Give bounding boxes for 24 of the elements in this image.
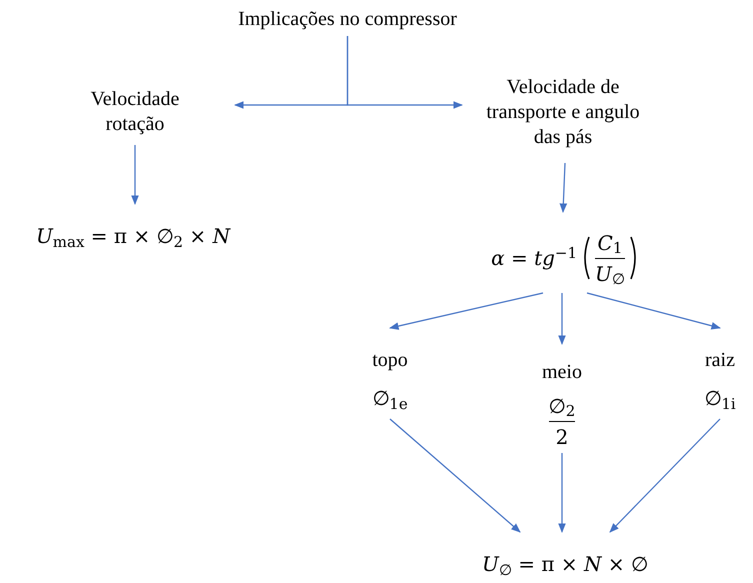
arrow (346, 36, 463, 109)
formula: ∅$_{1i}$ (704, 385, 736, 413)
arrow (558, 453, 566, 533)
arrow (558, 293, 566, 345)
formula-numerator: ∅$_{2}$ (548, 392, 576, 420)
arrow (586, 292, 721, 330)
node-label: topo (372, 348, 408, 373)
formula: ∅$_{1e}$ (372, 385, 408, 413)
formula: U$_{max}$ = π × ∅$_{2}$ × N (36, 223, 230, 251)
arrow (560, 162, 568, 213)
formula-denominator: 2 (556, 424, 568, 450)
formula: U$_{∅}$ = π × N × ∅ (482, 551, 648, 579)
arrow (390, 418, 521, 533)
arrow (609, 418, 720, 533)
node-label: Implicações no compressor (238, 6, 457, 32)
node-label: Velocidade de transporte e angulo das pás (485, 74, 641, 150)
node-label: Velocidade rotação (90, 87, 180, 137)
node-label: meio (542, 360, 582, 384)
arrow (389, 292, 544, 330)
formula-denominator: U$_{∅}$ (595, 260, 625, 288)
arrow (131, 145, 139, 205)
node-label: raiz (705, 348, 735, 373)
formula: α = tg$^{−1}$ (491, 243, 578, 272)
formula-numerator: C$_{1}$ (598, 230, 622, 258)
